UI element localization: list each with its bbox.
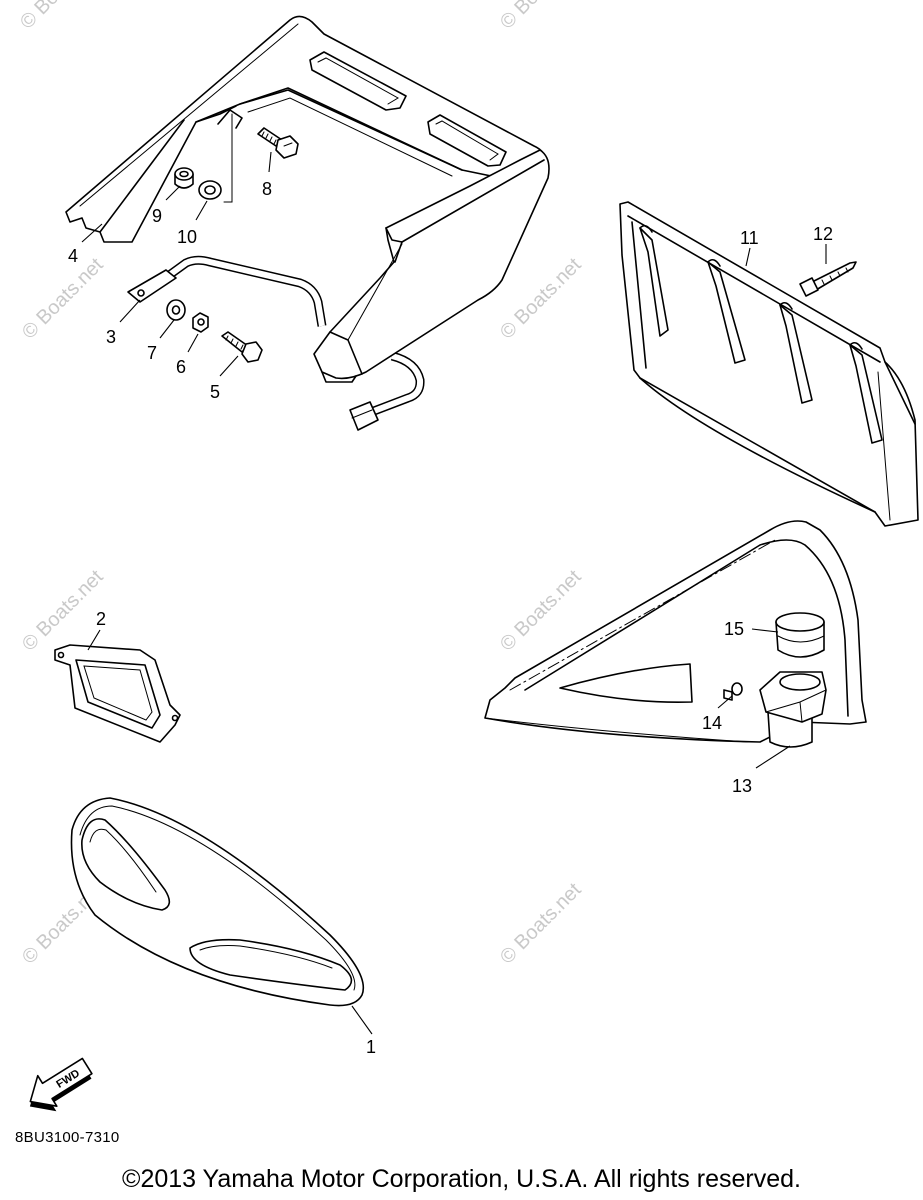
part-7-washer: [166, 299, 186, 321]
callout-3-leader: [119, 299, 141, 323]
callout-15-leader: [751, 628, 779, 633]
callout-5: 5: [210, 382, 220, 402]
callout-2: 2: [96, 609, 106, 629]
callout-1-leader: [351, 1005, 373, 1035]
part-13-grommet: [759, 671, 827, 748]
callout-13: 13: [732, 776, 752, 796]
part-2-grille: [54, 644, 181, 743]
watermark-text: © Boats.net: [496, 566, 586, 656]
callout-4: 4: [68, 246, 78, 266]
bolt-alignment-line: [223, 113, 233, 203]
watermark-text: © Boats.net: [496, 254, 586, 344]
callout-14-leader: [717, 695, 733, 709]
part-5-bolt: [221, 331, 263, 363]
part-10-washer: [198, 180, 222, 200]
part-15-rubber-mount: [775, 612, 825, 658]
part-14-pin: [723, 682, 743, 701]
callout-9: 9: [152, 206, 162, 226]
copyright-notice: ©2013 Yamaha Motor Corporation, U.S.A. A…: [122, 1165, 801, 1193]
callout-9-leader: [165, 185, 181, 201]
callout-numbers: 1 2 3 4 5 6 7 8 9 10 11 12 13 14 15: [68, 179, 833, 1057]
part-9-nut: [174, 167, 194, 189]
fwd-arrow: FWD: [29, 1057, 93, 1112]
watermark-text: © Boats.net: [18, 566, 108, 656]
callout-13-leader: [755, 745, 791, 769]
watermark-text: © Boats.net: [496, 879, 586, 969]
callout-10-leader: [195, 200, 208, 221]
callout-7-leader: [159, 319, 175, 339]
callout-15: 15: [724, 619, 744, 639]
callout-14: 14: [702, 713, 722, 733]
callout-3: 3: [106, 327, 116, 347]
part-1-lens-cover: [70, 797, 364, 1007]
watermark-text: © Boats.net: [16, 0, 106, 34]
callout-8-leader: [268, 151, 272, 173]
callout-6-leader: [187, 333, 199, 353]
callout-12: 12: [813, 224, 833, 244]
callout-8: 8: [262, 179, 272, 199]
part-6-nut: [192, 312, 209, 333]
diagram-code: 8BU3100-7310: [15, 1129, 120, 1146]
callout-4-leader: [81, 223, 103, 243]
watermark-text: © Boats.net: [18, 254, 108, 344]
callout-5-leader: [219, 355, 239, 377]
callout-11-leader: [745, 247, 751, 267]
part-11-panel: [619, 201, 919, 527]
part-4-hood-frame-right-arm: [313, 149, 550, 383]
callout-7: 7: [147, 343, 157, 363]
callout-leaders: [81, 151, 827, 1035]
callout-1: 1: [366, 1037, 376, 1057]
part-8-bolt: [257, 127, 299, 159]
callout-6: 6: [176, 357, 186, 377]
callout-2-leader: [87, 629, 101, 651]
watermark-text: © Boats.net: [496, 0, 586, 34]
part-3-support-rod: [127, 255, 425, 431]
part-12-screw: [799, 261, 857, 297]
callout-11: 11: [740, 228, 759, 248]
callout-10: 10: [177, 227, 197, 247]
